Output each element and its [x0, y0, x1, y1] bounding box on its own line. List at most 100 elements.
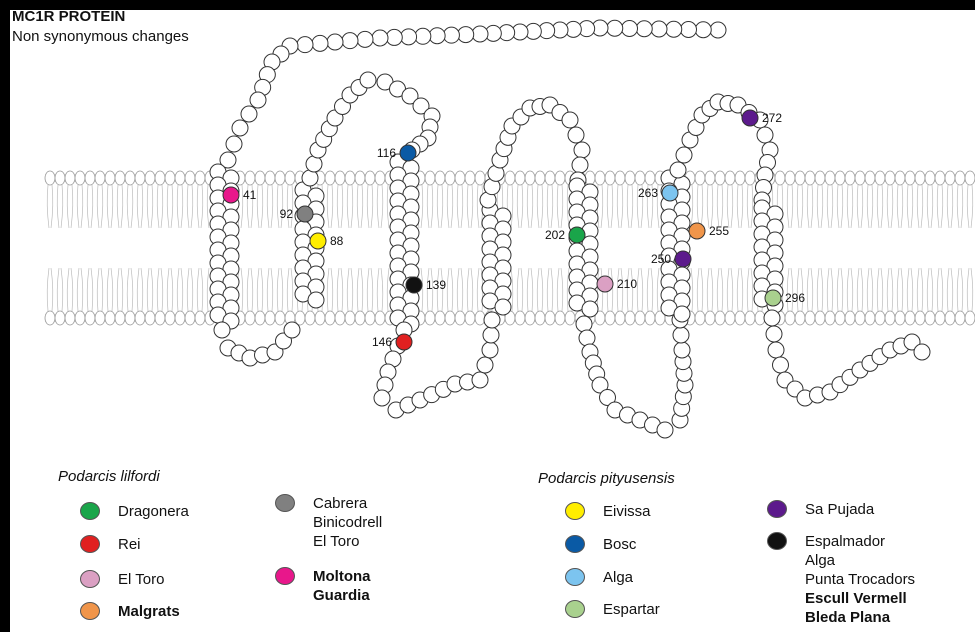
legend-swatch	[565, 535, 585, 553]
amino-acid-bead	[472, 372, 488, 388]
amino-acid-bead	[568, 127, 584, 143]
lipid-molecule	[955, 171, 965, 325]
amino-acid-bead	[495, 299, 511, 315]
lipid-molecule	[135, 171, 145, 325]
mutation-site	[406, 277, 422, 293]
amino-acid-bead	[312, 35, 328, 51]
amino-acid-bead	[764, 310, 780, 326]
lipid-molecule	[925, 171, 935, 325]
legend-label: El Toro	[118, 570, 164, 589]
amino-acid-bead	[386, 29, 402, 45]
amino-acid-bead	[651, 21, 667, 37]
lipid-molecule	[165, 171, 175, 325]
legend-entry: Sa Pujada	[767, 500, 874, 519]
legend-label: Sa Pujada	[805, 500, 874, 519]
amino-acid-bead	[297, 37, 313, 53]
amino-acid-bead	[484, 312, 500, 328]
legend-swatch	[80, 535, 100, 553]
lipid-molecule	[705, 171, 715, 325]
legend-entry: Dragonera	[80, 502, 189, 521]
amino-acid-bead	[250, 92, 266, 108]
lipid-molecule	[625, 171, 635, 325]
amino-acid-bead	[681, 22, 697, 38]
mutation-label: 116	[377, 146, 396, 160]
legend-label-line: Espalmador	[805, 532, 915, 551]
mutation-label: 255	[709, 224, 729, 238]
mutation-label: 272	[762, 111, 782, 125]
lipid-molecule	[835, 171, 845, 325]
lipid-molecule	[905, 171, 915, 325]
lipid-molecule	[885, 171, 895, 325]
lipid-bilayer	[45, 171, 975, 325]
legend-label-line: Escull Vermell	[805, 589, 915, 608]
amino-acid-bead	[636, 21, 652, 37]
amino-acid-bead	[674, 342, 690, 358]
amino-acid-bead	[773, 357, 789, 373]
legend-entry: Rei	[80, 535, 141, 554]
mutation-site	[597, 276, 613, 292]
amino-acid-bead	[241, 106, 257, 122]
lipid-molecule	[85, 171, 95, 325]
mutation-label: 146	[372, 335, 392, 349]
amino-acid-bead	[582, 301, 598, 317]
amino-acid-bead	[302, 170, 318, 186]
legend-entry: EspalmadorAlgaPunta TrocadorsEscull Verm…	[767, 532, 915, 627]
lipid-molecule	[695, 171, 705, 325]
legend-label-line: Binicodrell	[313, 513, 382, 532]
amino-acid-bead	[360, 72, 376, 88]
mutation-site	[310, 233, 326, 249]
legend-label-line: Punta Trocadors	[805, 570, 915, 589]
lipid-molecule	[115, 171, 125, 325]
lipid-molecule	[805, 171, 815, 325]
amino-acid-bead	[372, 30, 388, 46]
amino-acid-bead	[401, 29, 417, 45]
legend-label-line: Eivissa	[603, 502, 651, 521]
lipid-molecule	[55, 171, 65, 325]
mutation-site	[569, 227, 585, 243]
legend-label-line: Guardia	[313, 586, 371, 605]
amino-acid-bead	[226, 136, 242, 152]
legend-swatch	[80, 570, 100, 588]
amino-acid-bead	[472, 26, 488, 42]
amino-acid-bead	[308, 292, 324, 308]
lipid-molecule	[325, 171, 335, 325]
lipid-molecule	[105, 171, 115, 325]
amino-acid-chain	[210, 20, 930, 438]
amino-acid-bead	[607, 20, 623, 36]
mutation-site	[689, 223, 705, 239]
legend-swatch	[80, 502, 100, 520]
legend-label-line: Bosc	[603, 535, 636, 554]
legend-label: Espartar	[603, 600, 660, 619]
lipid-molecule	[735, 171, 745, 325]
legend-entry: Bosc	[565, 535, 636, 554]
mutation-site	[396, 334, 412, 350]
lipid-molecule	[895, 171, 905, 325]
lipid-molecule	[605, 171, 615, 325]
legend-label-line: Alga	[603, 568, 633, 587]
legend-entry: Alga	[565, 568, 633, 587]
mutation-label: 202	[545, 228, 565, 242]
legend-entry: El Toro	[80, 570, 164, 589]
lipid-molecule	[815, 171, 825, 325]
mutation-site	[297, 206, 313, 222]
legend-swatch	[275, 494, 295, 512]
legend-swatch	[565, 502, 585, 520]
legend-label-line: Cabrera	[313, 494, 382, 513]
lipid-molecule	[95, 171, 105, 325]
lipid-molecule	[715, 171, 725, 325]
mutation-site	[675, 251, 691, 267]
amino-acid-bead	[674, 306, 690, 322]
legend-swatch	[767, 500, 787, 518]
amino-acid-bead	[622, 21, 638, 37]
lipid-molecule	[425, 171, 435, 325]
legend-label: Bosc	[603, 535, 636, 554]
legend-label: Dragonera	[118, 502, 189, 521]
lipid-molecule	[345, 171, 355, 325]
amino-acid-bead	[766, 326, 782, 342]
lipid-molecule	[745, 171, 755, 325]
amino-acid-bead	[232, 120, 248, 136]
amino-acid-bead	[342, 33, 358, 49]
legend-swatch	[565, 600, 585, 618]
amino-acid-bead	[574, 142, 590, 158]
